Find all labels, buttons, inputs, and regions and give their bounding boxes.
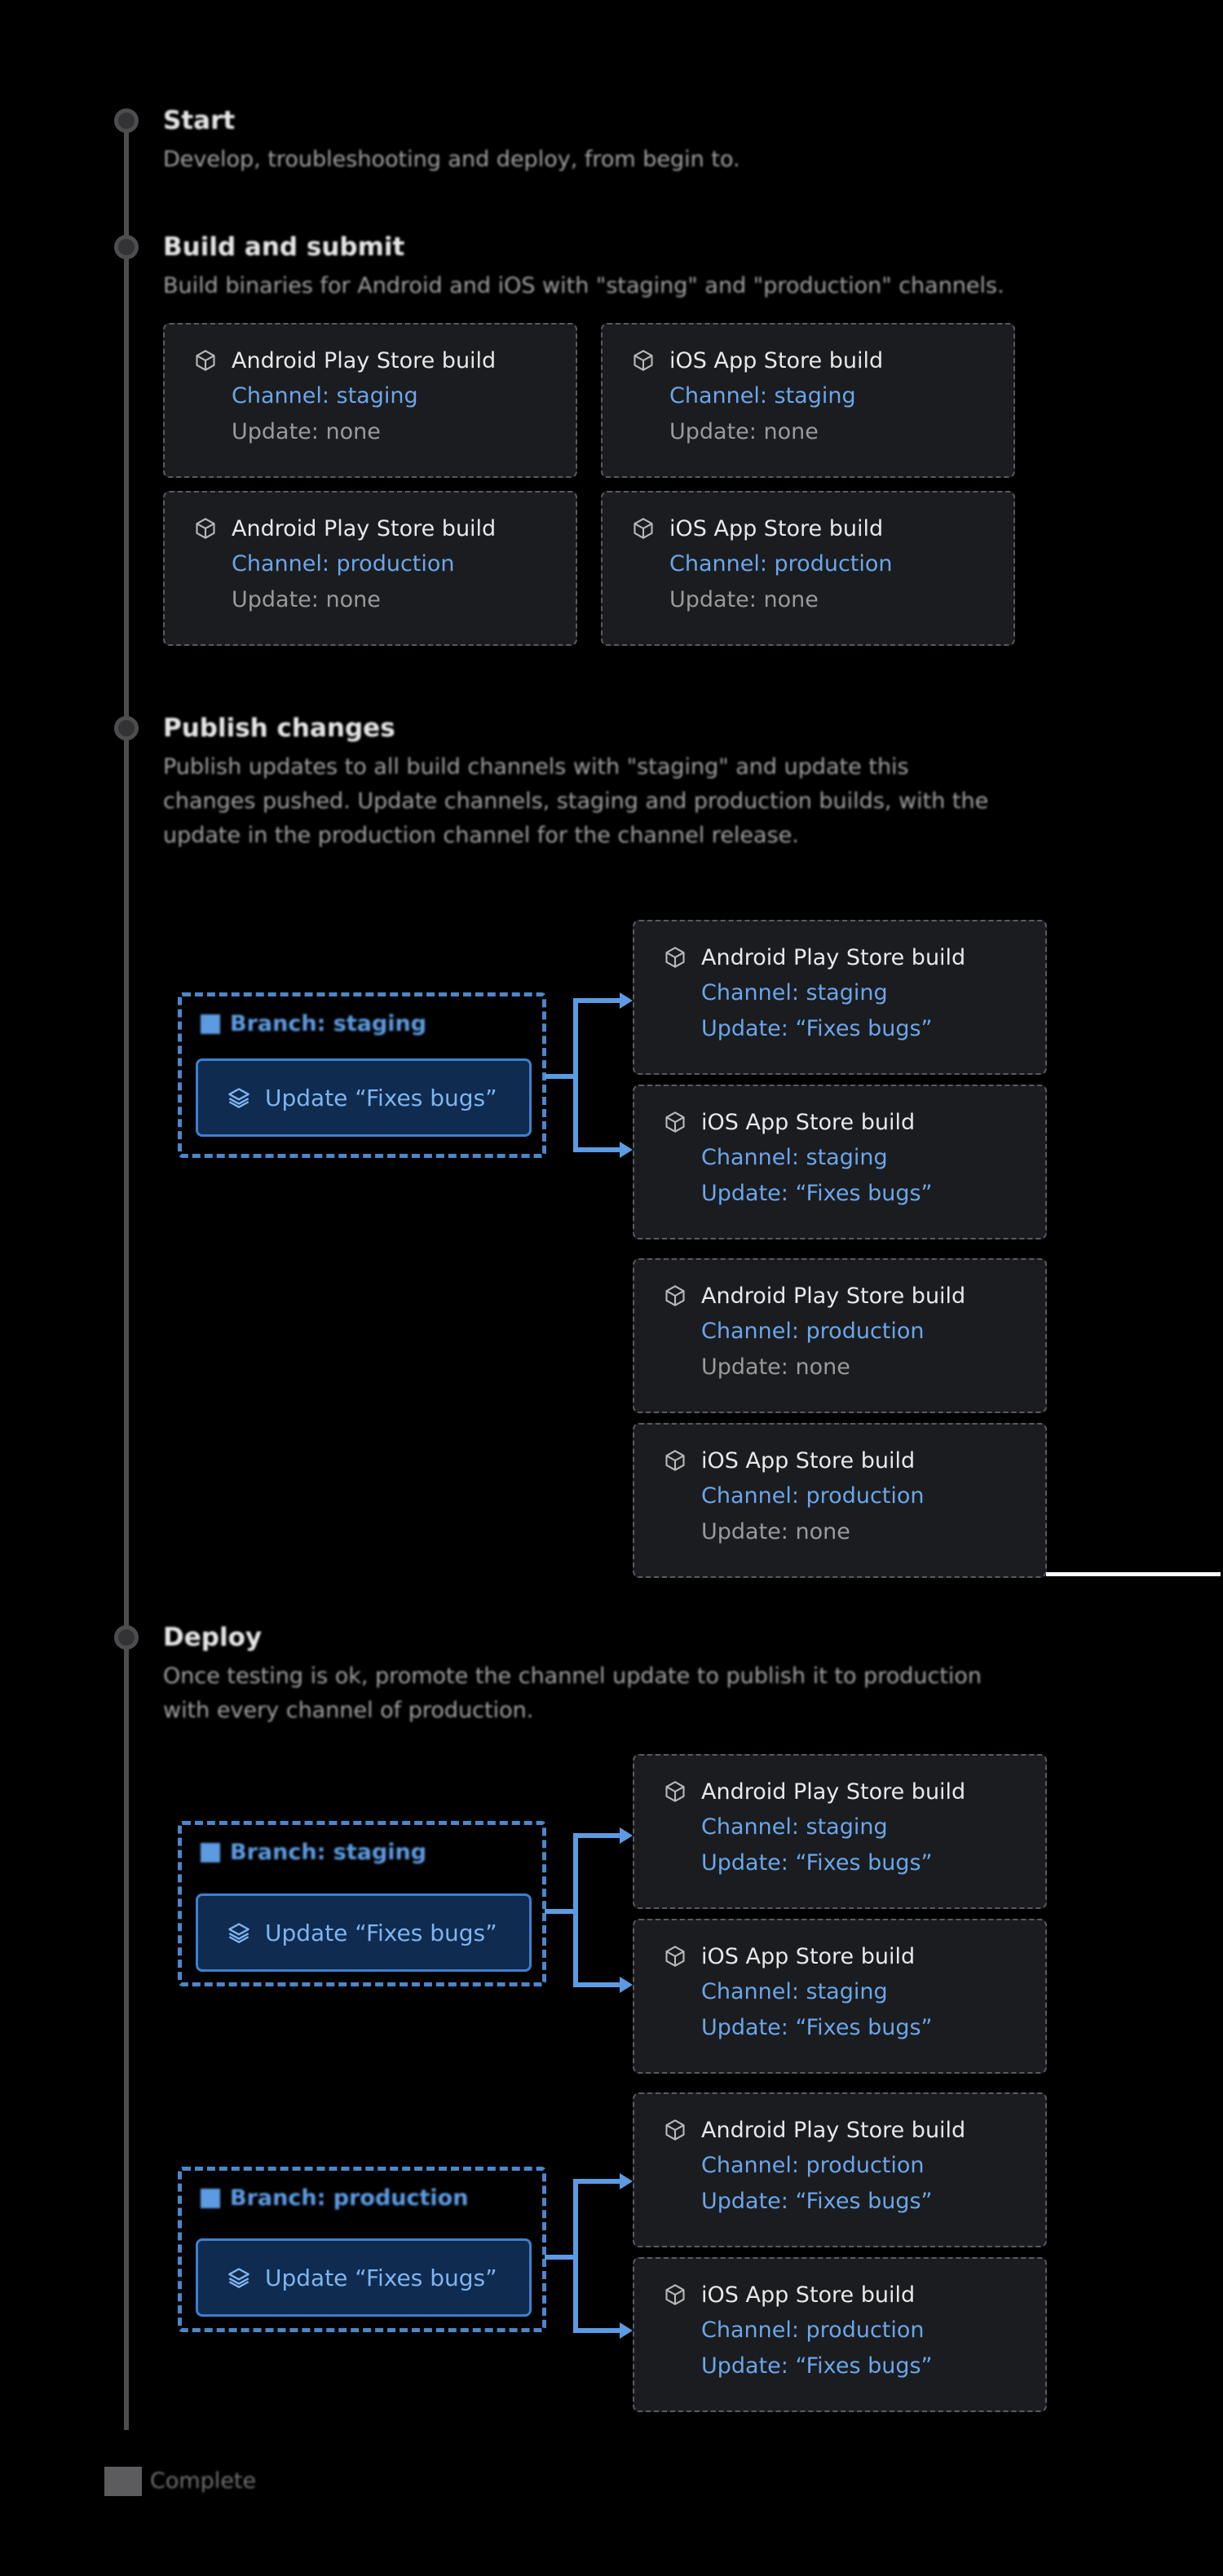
card-title: Android Play Store build <box>701 2117 966 2143</box>
cube-icon <box>665 1111 685 1133</box>
build-card: iOS App Store build Channel: production … <box>601 491 1015 646</box>
card-title: iOS App Store build <box>701 1109 916 1135</box>
card-title: iOS App Store build <box>669 347 884 373</box>
step-description: Once testing is ok, promote the channel … <box>163 1664 982 1723</box>
cube-icon <box>665 2284 685 2305</box>
branch-connector <box>545 2173 633 2339</box>
build-card: Android Play Store build Channel: stagin… <box>633 1754 1047 1909</box>
card-channel: Channel: production <box>701 2153 925 2178</box>
branch-group <box>178 2167 546 2332</box>
build-card: iOS App Store build Channel: staging Upd… <box>633 1919 1047 2074</box>
cube-icon <box>665 1450 685 1471</box>
card-title: Android Play Store build <box>232 515 497 541</box>
branch-label: Branch: production <box>201 2185 468 2211</box>
card-update: Update: none <box>232 419 381 444</box>
card-channel: Channel: production <box>232 551 455 577</box>
card-update: Update: “Fixes bugs” <box>701 2189 933 2214</box>
cube-icon <box>665 1781 685 1802</box>
layers-icon <box>228 1923 249 1943</box>
update-button-label: Update “Fixes bugs” <box>265 1919 497 1946</box>
update-button[interactable]: Update “Fixes bugs” <box>196 2238 532 2317</box>
branch-label: Branch: staging <box>201 1011 426 1036</box>
card-update: Update: “Fixes bugs” <box>701 2353 933 2379</box>
branch-group <box>178 992 546 1158</box>
step-title: Start <box>163 106 236 135</box>
cube-icon <box>665 1285 685 1306</box>
cube-icon <box>665 1946 685 1967</box>
build-card: iOS App Store build Channel: staging Upd… <box>633 1085 1047 1239</box>
build-card: iOS App Store build Channel: production … <box>633 2257 1047 2412</box>
cube-icon <box>196 518 215 539</box>
flag-icon <box>201 1014 220 1034</box>
card-title: Android Play Store build <box>701 1283 966 1309</box>
card-channel: Channel: production <box>701 1483 925 1509</box>
build-card: Android Play Store build Channel: produc… <box>163 491 577 646</box>
card-update: Update: “Fixes bugs” <box>701 1181 933 1206</box>
card-update: Update: none <box>701 1354 850 1380</box>
card-update: Update: “Fixes bugs” <box>701 1016 933 1041</box>
step-description: Publish updates to all build channels wi… <box>163 754 989 848</box>
branch-group <box>178 1821 546 1986</box>
card-update: Update: “Fixes bugs” <box>701 2015 933 2040</box>
build-card: Android Play Store build Channel: produc… <box>633 2092 1047 2247</box>
cube-icon <box>665 2119 685 2141</box>
build-card: Android Play Store build Channel: stagin… <box>633 920 1047 1075</box>
flag-icon <box>201 1842 220 1862</box>
build-card: iOS App Store build Channel: production … <box>633 1423 1047 1578</box>
card-title: Android Play Store build <box>701 1778 966 1805</box>
timeline-line <box>124 114 129 2430</box>
timeline-dot <box>114 108 139 133</box>
flag-icon <box>201 2188 220 2208</box>
card-channel: Channel: production <box>669 551 893 577</box>
card-update: Update: “Fixes bugs” <box>701 1850 933 1876</box>
update-button[interactable]: Update “Fixes bugs” <box>196 1893 532 1972</box>
cube-icon <box>665 947 685 968</box>
card-channel: Channel: staging <box>232 383 418 409</box>
card-title: iOS App Store build <box>701 2282 916 2308</box>
accent-line <box>1046 1572 1221 1576</box>
update-button-label: Update “Fixes bugs” <box>265 1084 497 1111</box>
layers-icon <box>228 1088 249 1108</box>
card-update: Update: none <box>669 419 819 444</box>
checkmark-icon <box>104 2467 142 2496</box>
card-update: Update: none <box>232 587 381 612</box>
build-card: Android Play Store build Channel: stagin… <box>163 323 577 478</box>
branch-connector <box>545 1827 633 1993</box>
card-title: Android Play Store build <box>701 944 966 970</box>
card-title: iOS App Store build <box>701 1447 916 1474</box>
card-channel: Channel: staging <box>701 1145 888 1170</box>
step-title: Build and submit <box>163 232 405 262</box>
card-update: Update: none <box>669 587 819 612</box>
update-button-label: Update “Fixes bugs” <box>265 2264 497 2291</box>
cube-icon <box>634 518 653 539</box>
cube-icon <box>634 350 653 371</box>
timeline-dot <box>114 1625 139 1650</box>
build-card: iOS App Store build Channel: staging Upd… <box>601 323 1015 478</box>
step-description: Build binaries for Android and iOS with … <box>163 273 1004 298</box>
timeline-dot <box>114 235 139 259</box>
card-title: Android Play Store build <box>232 347 497 373</box>
branch-connector <box>545 992 633 1158</box>
layers-icon <box>228 2268 249 2288</box>
footer-label: Complete <box>150 2468 257 2494</box>
card-title: iOS App Store build <box>701 1943 916 1969</box>
card-channel: Channel: production <box>701 2318 925 2343</box>
branch-label: Branch: staging <box>201 1840 426 1865</box>
card-channel: Channel: staging <box>701 1979 888 2004</box>
update-button[interactable]: Update “Fixes bugs” <box>196 1058 532 1137</box>
step-description: Develop, troubleshooting and deploy, fro… <box>163 147 740 172</box>
card-channel: Channel: staging <box>669 383 856 409</box>
card-channel: Channel: staging <box>701 980 888 1005</box>
card-update: Update: none <box>701 1519 850 1544</box>
card-channel: Channel: production <box>701 1319 925 1344</box>
step-title: Publish changes <box>163 714 395 743</box>
timeline-dot <box>114 716 139 740</box>
build-card: Android Play Store build Channel: produc… <box>633 1258 1047 1413</box>
step-title: Deploy <box>163 1623 263 1652</box>
card-title: iOS App Store build <box>669 515 884 541</box>
cube-icon <box>196 350 215 371</box>
card-channel: Channel: staging <box>701 1814 888 1840</box>
